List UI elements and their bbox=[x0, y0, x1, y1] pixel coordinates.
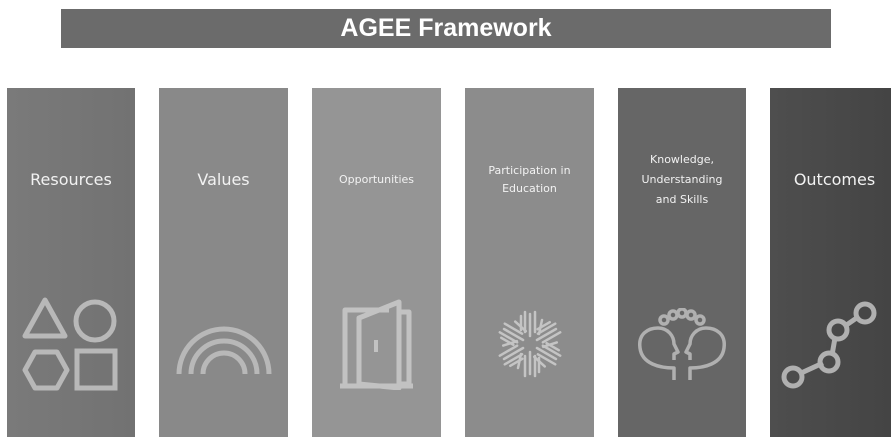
column-participation-in-education: Participation in Education bbox=[465, 88, 594, 437]
shapes-icon bbox=[21, 294, 121, 394]
rainbow-icon bbox=[175, 316, 273, 376]
column-knowledge-understanding-skills: Knowledge, Understanding and Skills bbox=[618, 88, 746, 437]
hands-circle-icon bbox=[485, 302, 575, 386]
diagram-title: AGEE Framework bbox=[340, 14, 552, 42]
title-banner: AGEE Framework bbox=[61, 9, 831, 48]
column-label-resources: Resources bbox=[30, 170, 112, 189]
column-outcomes: Outcomes bbox=[770, 88, 891, 437]
column-label-values: Values bbox=[197, 170, 250, 189]
connected-nodes-icon bbox=[779, 300, 877, 392]
door-icon bbox=[337, 298, 417, 390]
column-opportunities: Opportunities bbox=[312, 88, 441, 437]
column-label-participation-in-education: Participation in Education bbox=[488, 164, 571, 195]
column-label-opportunities: Opportunities bbox=[338, 173, 415, 186]
column-label-outcomes: Outcomes bbox=[793, 170, 876, 189]
column-values: Values bbox=[159, 88, 288, 437]
heads-thinking-icon bbox=[634, 308, 730, 384]
column-label-knowledge-understanding-skills: Knowledge, Understanding and Skills bbox=[641, 153, 723, 206]
column-resources: Resources bbox=[7, 88, 135, 437]
